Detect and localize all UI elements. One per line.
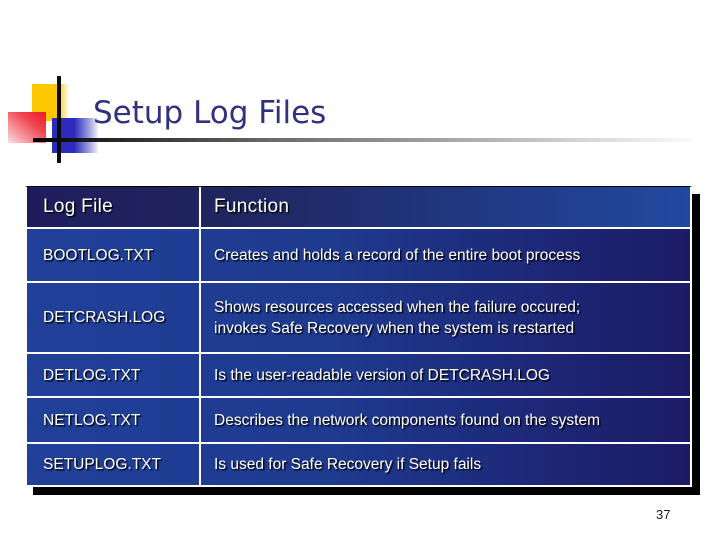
decoration-red-square <box>8 112 46 143</box>
decoration-vertical-line <box>57 76 61 163</box>
column-header-log-file: Log File <box>27 187 201 227</box>
table-row: SETUPLOG.TXT Is used for Safe Recovery i… <box>27 444 690 485</box>
table-row: NETLOG.TXT Describes the network compone… <box>27 398 690 444</box>
table-row: BOOTLOG.TXT Creates and holds a record o… <box>27 229 690 283</box>
log-file-function: Shows resources accessed when the failur… <box>214 298 581 337</box>
log-file-name: DETLOG.TXT <box>27 354 201 396</box>
log-file-function: Creates and holds a record of the entire… <box>214 246 581 264</box>
title-rule-line <box>33 138 693 142</box>
log-file-name: DETCRASH.LOG <box>27 283 201 352</box>
log-file-function: Is used for Safe Recovery if Setup fails <box>214 456 482 473</box>
table-row: DETLOG.TXT Is the user-readable version … <box>27 354 690 398</box>
log-files-table: Log File Function BOOTLOG.TXT Creates an… <box>25 186 692 487</box>
log-file-function: Describes the network components found o… <box>214 411 600 429</box>
log-file-name: NETLOG.TXT <box>27 398 201 442</box>
log-file-name: BOOTLOG.TXT <box>27 229 201 281</box>
slide-number: 37 <box>656 507 671 522</box>
column-header-function: Function <box>214 196 290 217</box>
page-title: Setup Log Files <box>93 95 327 131</box>
table-row: DETCRASH.LOG Shows resources accessed wh… <box>27 283 690 354</box>
log-file-function: Is the user-readable version of DETCRASH… <box>214 366 550 384</box>
table-header-row: Log File Function <box>27 187 690 229</box>
log-file-name: SETUPLOG.TXT <box>27 444 201 485</box>
